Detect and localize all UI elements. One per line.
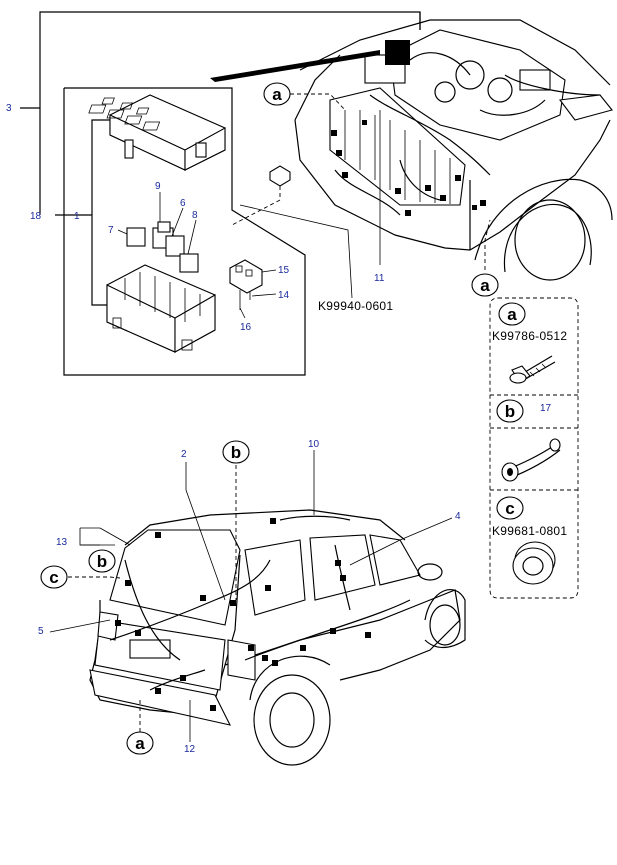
ref-a-engine-bottom: a xyxy=(471,273,499,297)
callout-16: 16 xyxy=(240,322,252,333)
ref-b-panel: b xyxy=(496,399,524,423)
ref-letter-b: b xyxy=(505,402,515,421)
part-code-k99940: K99940-0601 xyxy=(318,299,393,313)
callout-2: 2 xyxy=(181,449,187,460)
engine-bay-leaders xyxy=(239,93,491,299)
ref-b-rear-top: b xyxy=(222,440,250,464)
ref-a-panel: a xyxy=(498,302,526,326)
callout-15: 15 xyxy=(278,265,290,276)
ref-letter-a: a xyxy=(507,305,517,324)
callout-13: 13 xyxy=(56,537,68,548)
wire-grommet-part xyxy=(501,438,561,482)
ref-letter-a: a xyxy=(135,734,145,753)
engine-bay-illustration xyxy=(210,12,613,281)
ref-letter-a: a xyxy=(480,276,490,295)
callout-9: 9 xyxy=(155,181,161,192)
callout-12: 12 xyxy=(184,744,196,755)
ref-letter-c: c xyxy=(505,499,514,518)
callout-14: 14 xyxy=(278,290,290,301)
part-code-k99786: K99786-0512 xyxy=(492,329,567,343)
bolt-part xyxy=(509,355,556,384)
ref-c-panel: c xyxy=(496,496,524,520)
ref-a-engine-top: a xyxy=(263,82,291,106)
callout-6: 6 xyxy=(180,198,186,209)
callout-11: 11 xyxy=(374,273,385,284)
relay-box-cover xyxy=(88,94,226,171)
callout-3: 3 xyxy=(6,103,12,114)
relay-box-leaders xyxy=(117,192,277,319)
callout-4: 4 xyxy=(455,511,461,522)
callout-18: 18 xyxy=(30,211,42,222)
ref-letter-a: a xyxy=(272,85,282,104)
ref-b-rear-left: b xyxy=(88,549,116,573)
ref-letter-b: b xyxy=(97,552,107,571)
ref-c-rear-left: c xyxy=(40,565,68,589)
callout-5: 5 xyxy=(38,626,44,637)
rear-vehicle-leaders xyxy=(49,450,453,742)
callout-1: 1 xyxy=(74,211,80,222)
fastener-detail-panel xyxy=(489,297,579,599)
part-code-k99681: K99681-0801 xyxy=(492,524,567,538)
callout-17: 17 xyxy=(540,403,552,414)
fusible-link-connector xyxy=(229,259,263,310)
ref-a-rear-bottom: a xyxy=(126,731,154,755)
callout-7: 7 xyxy=(108,225,114,236)
callout-8: 8 xyxy=(192,210,198,221)
rear-vehicle-illustration xyxy=(89,509,466,766)
grommet-small xyxy=(231,165,291,226)
relay-box-detail-frame xyxy=(63,87,306,376)
relays-group xyxy=(126,221,199,273)
callout-10: 10 xyxy=(308,439,320,450)
relay-box-base xyxy=(106,264,216,353)
rubber-grommet-part xyxy=(512,541,556,585)
ref-letter-b: b xyxy=(231,443,241,462)
ref-letter-c: c xyxy=(49,568,58,587)
